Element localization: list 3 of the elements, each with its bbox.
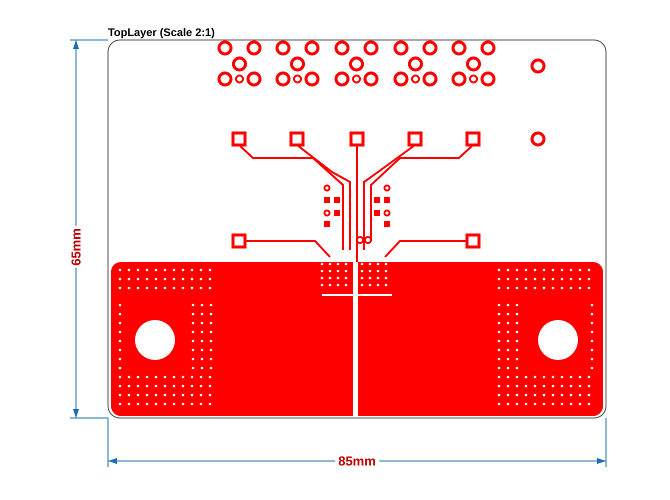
layer-title: TopLayer (Scale 2:1) [108,27,215,39]
dimension-label: 65mm [68,226,84,268]
dimension-label: 85mm [335,454,379,468]
